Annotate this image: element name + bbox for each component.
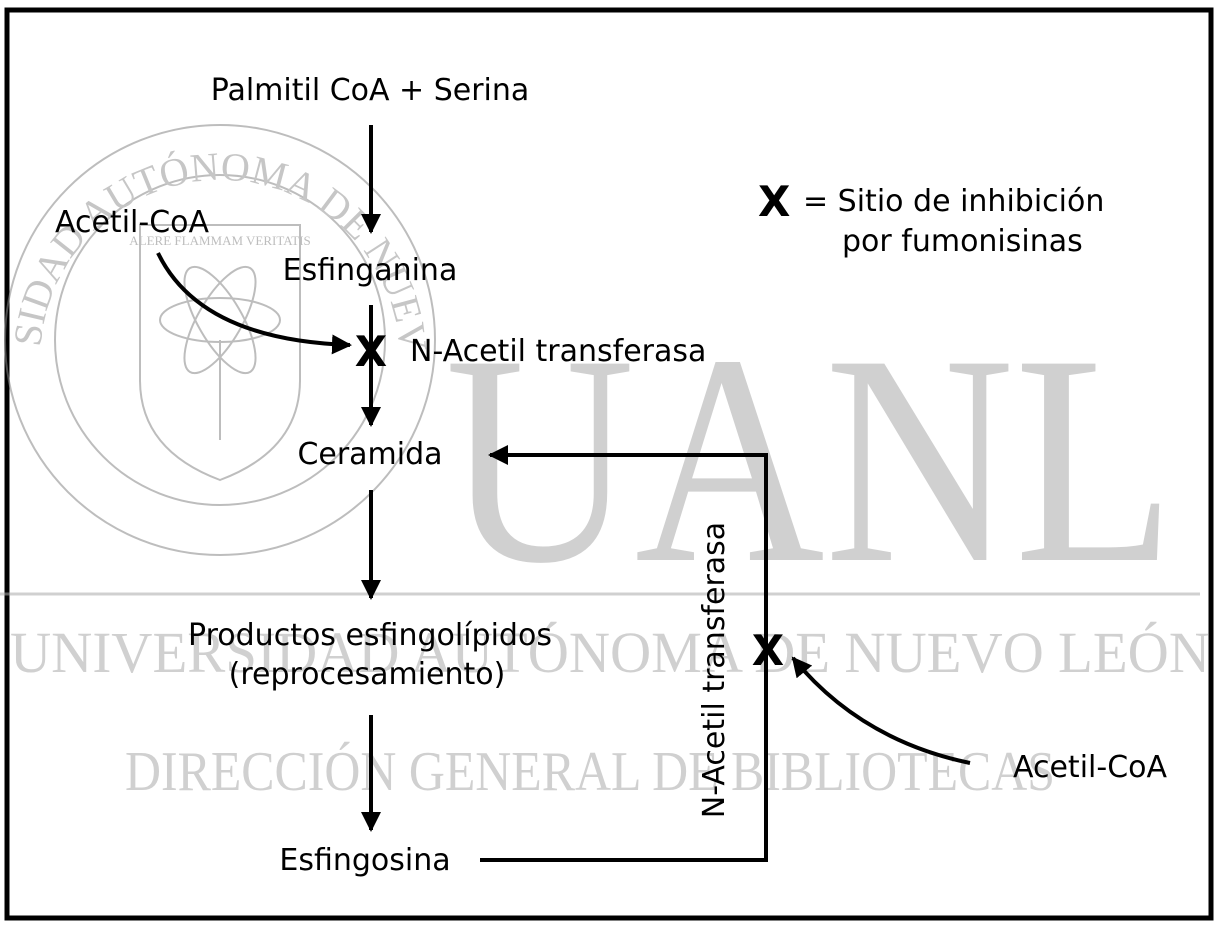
acetil-coa-right-label: Acetil-CoA: [1013, 750, 1168, 785]
productos-label-line2: (reprocesamiento): [229, 657, 506, 692]
seal-motto: ALERE FLAMMAM VERITATIS: [129, 233, 310, 248]
watermark-uanl: UANL: [445, 293, 1175, 625]
arrow-acetil-left: [156, 252, 352, 355]
substrate-label: Palmitil CoA + Serina: [211, 73, 530, 108]
arrow-esfingosina-return: [480, 445, 768, 862]
legend: X = Sitio de inhibición por fumonisinas: [758, 177, 1104, 259]
esfingosina-label: Esfingosina: [279, 843, 450, 878]
enzyme-left-label: N-Acetil transferasa: [410, 334, 706, 369]
productos-label-line1: Productos esfingolípidos: [188, 618, 552, 653]
ceramida-label: Ceramida: [297, 437, 442, 472]
inhibition-mark-left: X: [355, 327, 387, 376]
acetil-coa-left-label: Acetil-CoA: [55, 205, 210, 240]
inhibition-mark-right: X: [752, 626, 784, 675]
esfinganina-label: Esfinganina: [283, 253, 458, 288]
legend-x-mark: X: [758, 177, 790, 226]
legend-line1: = Sitio de inhibición: [803, 184, 1104, 219]
arrow-acetil-right: [791, 656, 971, 765]
legend-line2: por fumonisinas: [842, 224, 1083, 259]
watermark-line2: DIRECCIÓN GENERAL DE BIBLIOTECAS: [125, 740, 1055, 803]
diagram-frame: [4, 7, 1214, 921]
university-seal: [4, 124, 436, 556]
enzyme-right-label: N-Acetil transferasa: [697, 522, 732, 818]
watermark-line1: UNIVERSIDAD AUTÓNOMA DE NUEVO LEÓN: [10, 620, 1210, 685]
pathway-arrows: [156, 125, 971, 862]
